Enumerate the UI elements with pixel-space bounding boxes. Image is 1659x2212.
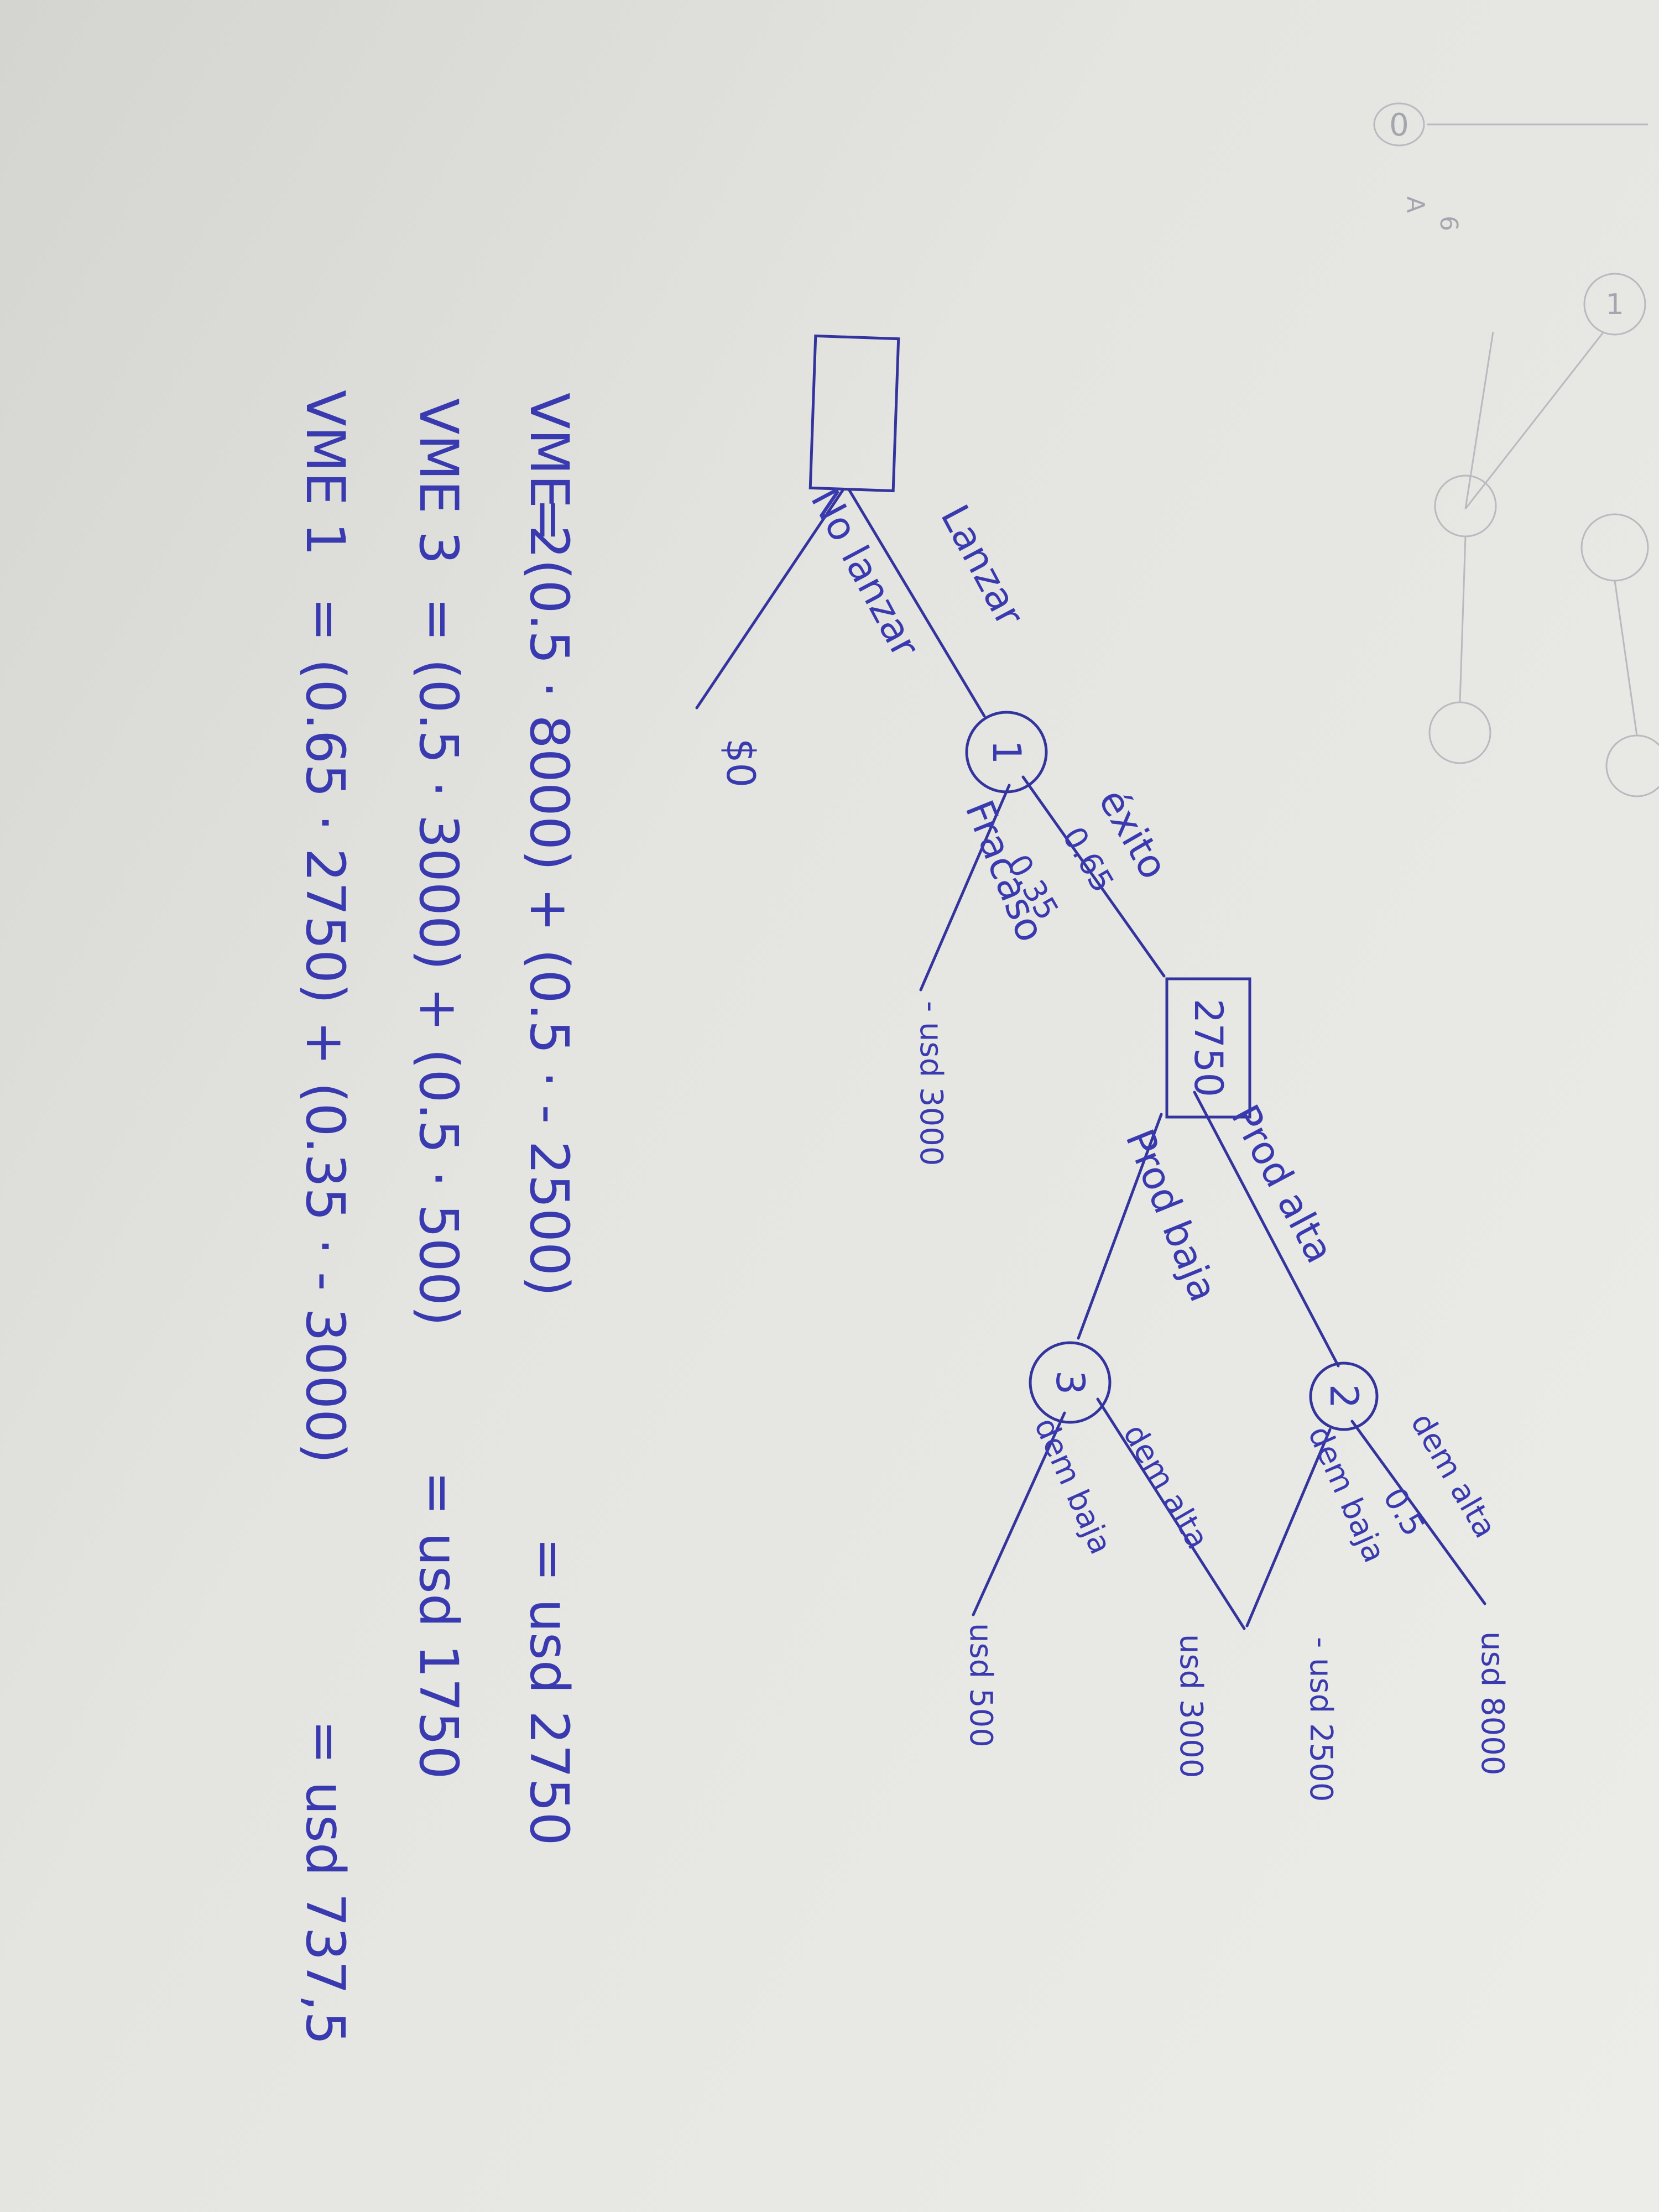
dem-alta-3-label: dem alta [1116,1418,1216,1556]
chance-node-2 [1309,1361,1379,1431]
tree-branches [695,488,1486,1630]
branch-success-line [1021,775,1166,978]
branch-dem-baja-3-line [972,1411,1066,1616]
branch-launch-label: Lanzar [932,497,1033,633]
branch-dem-baja-2-line [1245,1428,1332,1627]
expected-value-equations: VME 2 = (0.5 · 8000) + (0.5 · - 2500) = … [294,390,580,2045]
prod-alta-label: Prod alta [1222,1097,1343,1270]
branch-failure-line [919,784,1011,992]
branch-no-launch-line [695,488,845,709]
dem-alta-3-payoff: usd 3000 [1173,1634,1209,1778]
bleed-through-label: 0 [1389,107,1409,143]
decision-node-2-value: 2750 [1186,999,1231,1097]
vme2-result: = usd 2750 [518,1537,580,1846]
dem-baja-3-label: dem baja [1027,1412,1119,1559]
branch-dem-alta-3-line [1096,1397,1246,1630]
prod-baja-label: Prod baja [1117,1123,1227,1308]
vme3-expression: = (0.5 · 3000) + (0.5 · 500) [408,597,469,1326]
chance-node-3 [1029,1341,1112,1424]
tree-nodes: 1 2750 2 3 [808,334,1379,1431]
chance-node-1 [965,711,1048,794]
vme2-expression: = (0.5 · 8000) + (0.5 · - 2500) [518,498,580,1296]
decision-node-2 [1165,977,1251,1119]
chance-node-2-id: 2 [1321,1384,1366,1409]
bleed-through-sketch: 0 6 A 1 [1373,102,1659,797]
dem-baja-2-label: dem baja [1301,1421,1392,1568]
branch-dem-alta-2-line [1350,1420,1486,1605]
chance-node-3-id: 3 [1047,1370,1093,1395]
bleed-through-label: 1 [1605,288,1624,321]
root-decision-node [808,334,900,493]
vme1-expression: = (0.65 · 2750) + (0.35 · - 3000) [294,597,356,1464]
dem-baja-2-payoff: - usd 2500 [1303,1637,1339,1802]
vme2-name: VME 2 [518,393,580,559]
vme3-name: VME 3 [408,398,469,565]
failure-payoff: - usd 3000 [913,1001,949,1166]
branch-prod-baja-line [1077,1113,1163,1340]
chance-node-1-id: 1 [984,740,1029,765]
bleed-through-label: 6 [1434,216,1463,231]
branch-no-launch-label: No lanzar [802,481,928,664]
dem-baja-3-payoff: usd 500 [963,1623,999,1747]
branch-launch-line [847,488,986,718]
branch-prod-alta-line [1193,1091,1340,1368]
bleed-through-label: A [1401,196,1430,213]
dem-alta-2-payoff: usd 8000 [1474,1631,1510,1776]
no-launch-payoff: $0 [718,738,763,787]
vme1-result: = usd 737,5 [294,1720,356,2045]
branch-labels: Lanzar No lanzar $0 éxito 0.65 0.35 Frac… [718,481,1510,1802]
vme1-name: VME 1 [294,390,356,556]
vme3-result: = usd 1750 [408,1471,469,1780]
